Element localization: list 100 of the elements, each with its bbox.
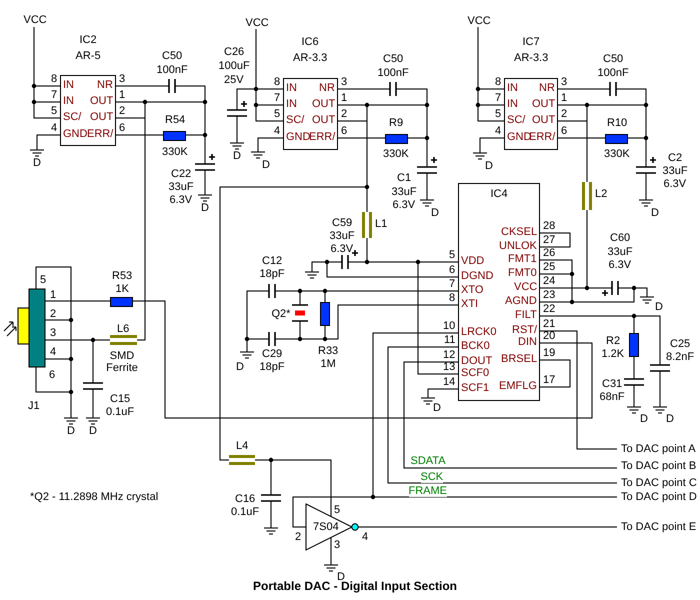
pin-name: XTI: [461, 298, 478, 310]
pin-name: OUT: [90, 111, 114, 123]
pin-name: ERR/: [87, 128, 114, 140]
pin-number: 24: [543, 275, 556, 287]
pin-name: SCF0: [461, 367, 490, 379]
component-label: 330K: [162, 146, 188, 158]
wire: [558, 88, 610, 90]
pin-number: 3: [119, 73, 126, 85]
pin-name: IN: [63, 95, 74, 107]
component-label: 6.3V: [608, 259, 632, 271]
component-label: 8.2nF: [666, 351, 694, 363]
signal-label: FRAME: [408, 485, 447, 497]
pin-name: RST/: [512, 324, 538, 336]
component-label: C60: [610, 232, 630, 244]
pin-number: 12: [443, 349, 456, 361]
pin-number: 2: [50, 308, 56, 320]
pin-name: ERR/: [529, 131, 556, 143]
component-label: 6.3V: [392, 199, 416, 211]
pin-number: 4: [274, 125, 280, 137]
pin-number: 4: [495, 125, 502, 137]
pin-number: 4: [362, 531, 368, 543]
pin-name: FMT1: [508, 253, 537, 265]
component-label: 0.1uF: [231, 506, 260, 518]
component-label: R54: [165, 114, 186, 126]
pin-name: SCF1: [461, 382, 490, 394]
component-label: C2: [668, 152, 682, 164]
ground-label: D: [651, 207, 659, 219]
component-label: 100nF: [598, 67, 629, 79]
footnote: *Q2 - 11.2898 MHz crystal: [30, 491, 158, 503]
pin-number: 5: [449, 249, 456, 261]
component-label: 330K: [383, 148, 409, 160]
pin-number: 14: [443, 376, 456, 388]
pin-name: SC/: [507, 114, 526, 126]
pin-name: XTO: [461, 284, 484, 296]
component-label: C31: [602, 378, 622, 390]
ground-label: D: [666, 413, 674, 425]
pin-name: AGND: [505, 295, 537, 307]
wire: [558, 104, 646, 168]
pin-number: 7: [495, 92, 502, 104]
wire: [270, 500, 272, 528]
pin-number: 7: [449, 278, 456, 290]
pin-name: ERR/: [309, 131, 336, 143]
component-label: L6: [117, 323, 130, 335]
pin-name: BCK0: [461, 340, 490, 352]
pin-name: VCC: [514, 281, 538, 293]
component-label: 100uF: [218, 60, 250, 72]
pin-number: 23: [543, 289, 556, 301]
pin-name: NR: [539, 82, 555, 94]
part-label: AR-3.3: [514, 52, 548, 64]
component-label: C15: [110, 393, 130, 405]
component-label: Q2*: [272, 308, 290, 320]
pin-name: LRCK0: [461, 326, 496, 338]
pin-number: 2: [119, 105, 126, 117]
component-label: L4: [236, 440, 248, 452]
wire: [116, 102, 206, 164]
pin-name: IN: [507, 98, 518, 110]
pin-number: 4: [50, 346, 56, 358]
output-label: To DAC point C: [621, 477, 697, 489]
pin-name: OUT: [532, 114, 556, 126]
ground-label: D: [433, 402, 441, 414]
ground-label: D: [655, 301, 663, 313]
pin-name: EMFLG: [499, 380, 537, 392]
pin-number: 25: [543, 261, 556, 273]
part-label: IC7: [522, 36, 540, 48]
pin-number: 28: [543, 220, 556, 232]
pin-number: 3: [341, 76, 348, 88]
component-label: 68nF: [600, 391, 625, 403]
pin-number: 3: [334, 539, 340, 551]
diagram-title: Portable DAC - Digital Input Section: [253, 580, 458, 592]
component-label: 1.2K: [602, 348, 624, 360]
component-label: 33uF: [662, 165, 688, 177]
component-label: C29: [262, 348, 282, 360]
ground-label: D: [262, 159, 270, 171]
pin-name: DIN: [518, 336, 537, 348]
component-label: 1K: [116, 283, 129, 295]
component-label: 33uF: [608, 246, 633, 258]
component-label: C1: [397, 172, 412, 184]
wire: [258, 138, 284, 152]
pin-number: 5: [274, 108, 280, 120]
pin-name: OUT: [532, 98, 556, 110]
wire: [428, 388, 458, 398]
pin-number: 2: [295, 531, 302, 543]
output-label: To DAC point A: [621, 443, 696, 455]
pin-name: BRSEL: [501, 353, 538, 365]
pin-name: CKSEL: [501, 226, 538, 238]
pin-number: 1: [50, 289, 56, 301]
pin-number: 2: [561, 108, 568, 120]
wire: [236, 116, 238, 144]
signal-label: SCK: [420, 471, 444, 483]
output-label: To DAC point E: [621, 521, 696, 533]
wire: [34, 26, 60, 118]
pin-number: 8: [449, 292, 456, 304]
wire: [404, 362, 618, 468]
pin-number: 22: [543, 303, 556, 315]
pin-number: 20: [543, 330, 556, 342]
pin-name: OUT: [312, 114, 336, 126]
ground-label: D: [233, 150, 241, 162]
component-label: 33uF: [168, 181, 194, 193]
signal-label: SDATA: [410, 455, 446, 467]
part-label: AR-5: [76, 50, 101, 62]
